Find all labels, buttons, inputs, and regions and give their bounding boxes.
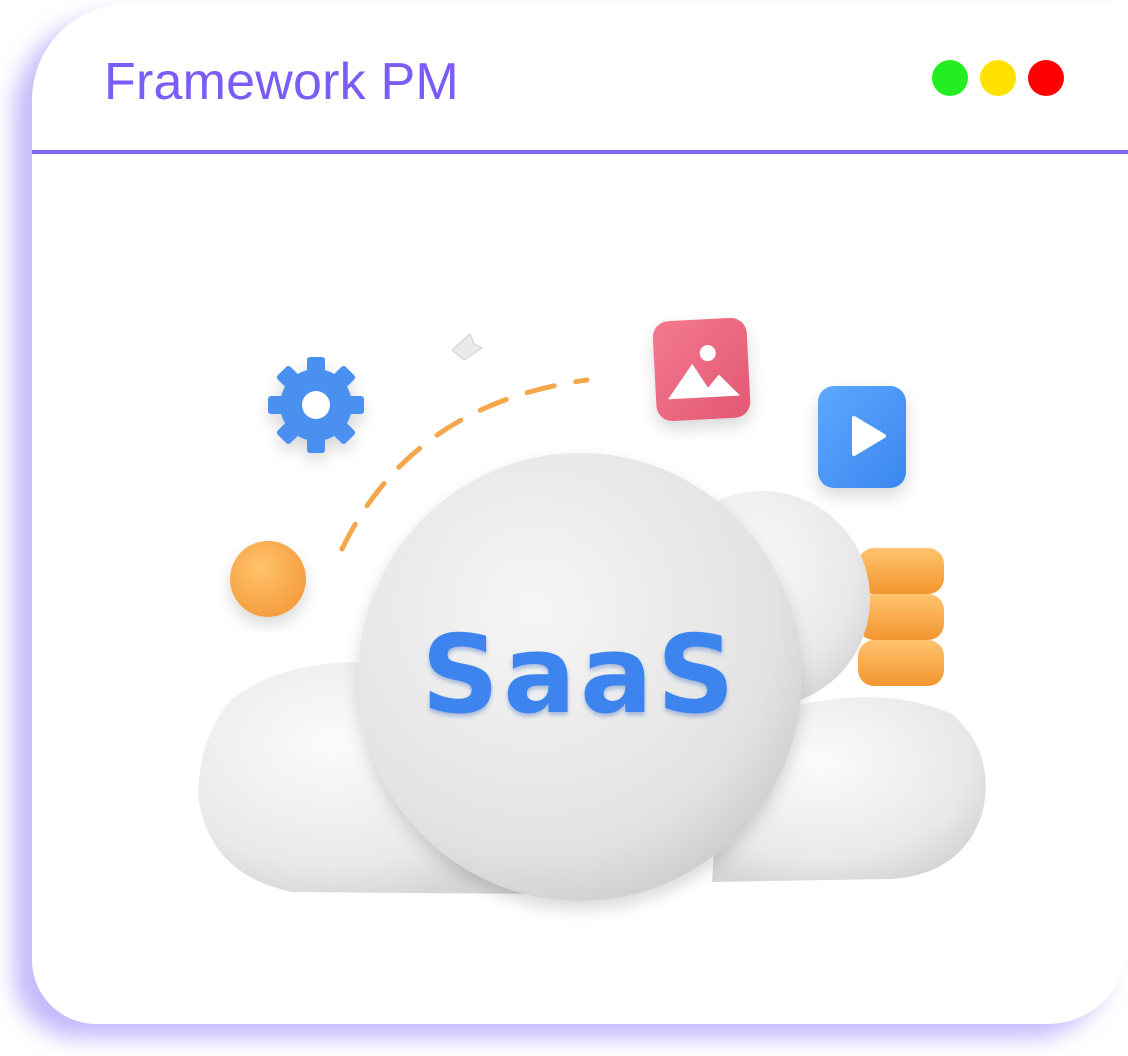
image-icon <box>652 317 751 422</box>
gear-icon <box>268 357 364 453</box>
coin-stack-icon <box>858 548 944 686</box>
content-area: SaaS <box>32 154 1128 1024</box>
window-title: Framework PM <box>104 53 459 111</box>
window-controls <box>932 60 1064 96</box>
cloud-main <box>358 453 802 901</box>
title-bar: Framework PM <box>32 4 1128 154</box>
window-control-yellow[interactable] <box>980 60 1016 96</box>
play-icon <box>818 386 906 488</box>
cursor-icon <box>451 333 483 361</box>
window-control-green[interactable] <box>932 60 968 96</box>
app-window: Framework PM <box>32 4 1128 1024</box>
dashed-path <box>339 377 590 552</box>
orange-ball <box>230 541 306 617</box>
saas-label: SaaS <box>421 613 738 738</box>
saas-cloud-illustration: SaaS <box>198 317 986 901</box>
window-control-red[interactable] <box>1028 60 1064 96</box>
